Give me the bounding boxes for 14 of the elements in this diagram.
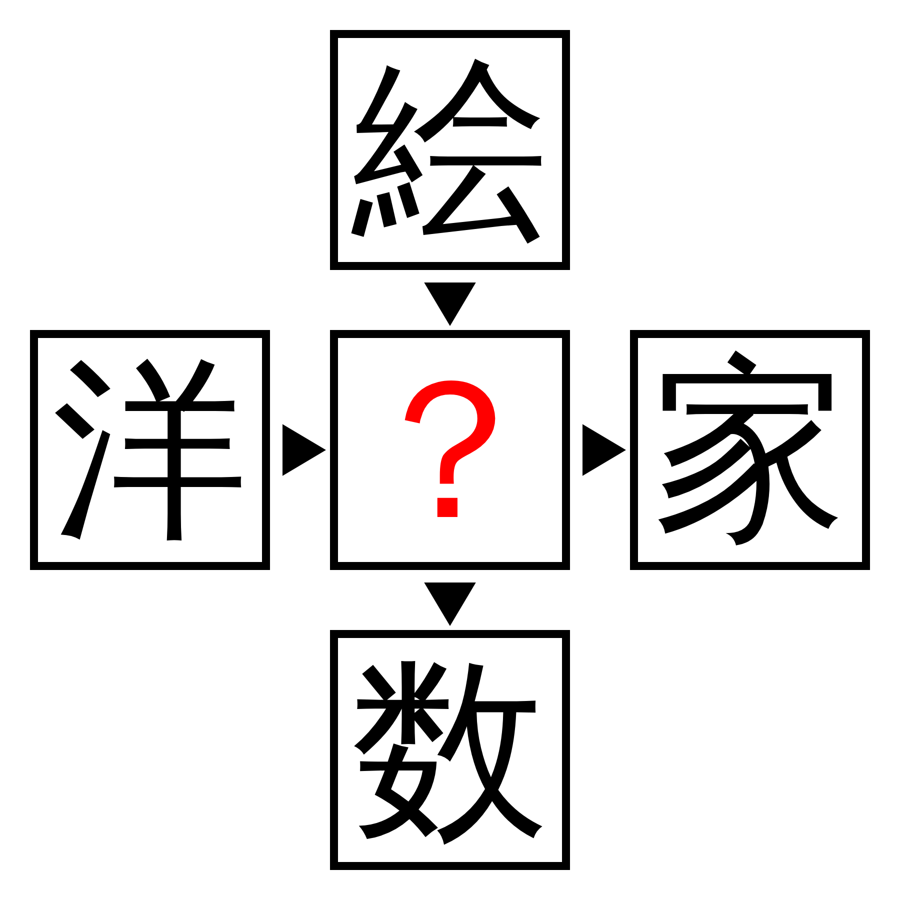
kanji-character: 絵 — [352, 52, 548, 248]
arrow — [282, 424, 326, 476]
arrow — [582, 424, 626, 476]
kanji-character: 数 — [352, 652, 548, 848]
question-mark: ？ — [352, 352, 548, 548]
character-box — [630, 330, 870, 570]
kanji-character: 家 — [652, 352, 848, 548]
arrow — [424, 582, 476, 626]
character-box — [330, 630, 570, 870]
character-box — [30, 330, 270, 570]
character-box — [330, 330, 570, 570]
kanji-character: 洋 — [52, 352, 248, 548]
arrow — [424, 282, 476, 326]
character-box — [330, 30, 570, 270]
